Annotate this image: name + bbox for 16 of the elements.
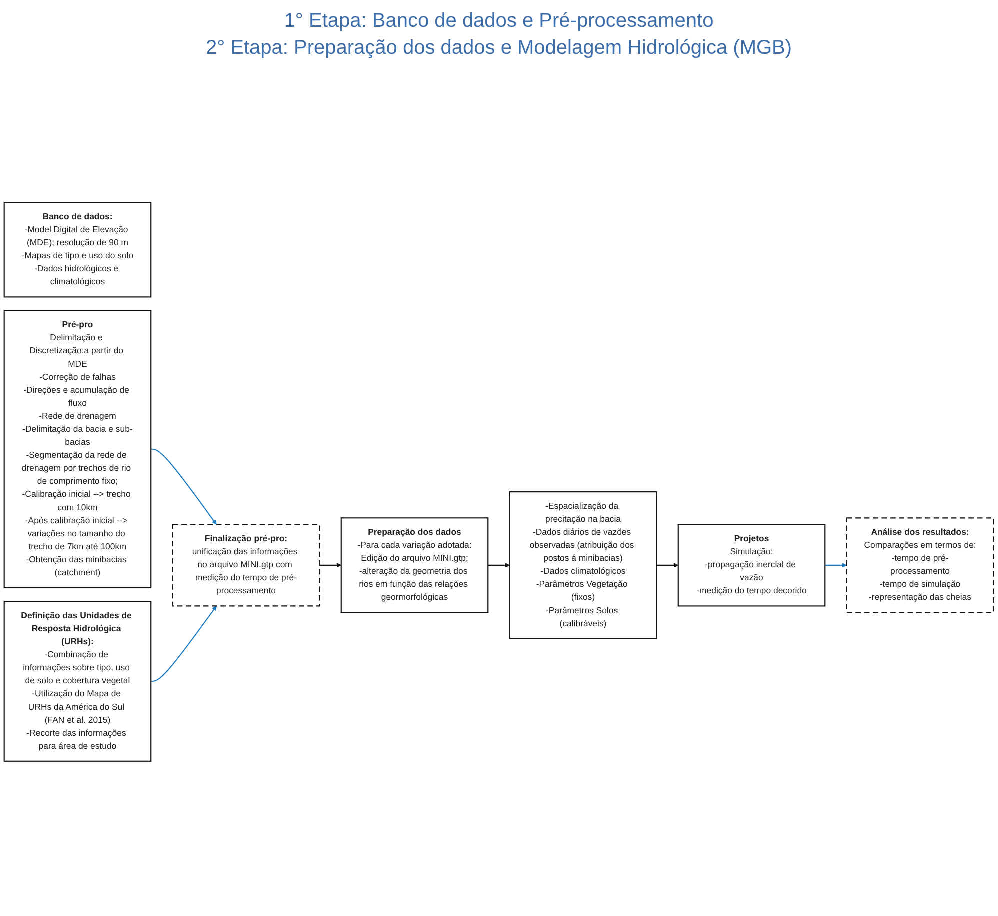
node-box: Análise dos resultados: Comparações em termos de: -tempo de pré-processamento -tempo de simulação -representação das cheias bbox=[846, 518, 994, 614]
node-box: Preparação dos dados -Para cada variação adotada: Edição do arquivo MINI.gtp; -alteração da geometria dos rios em função das relações geormorfológicas bbox=[340, 518, 489, 614]
arrow bbox=[151, 448, 217, 525]
arrow bbox=[320, 563, 342, 568]
node-box: Pré-pro Delimitação e Discretização:a partir do MDE -Correção de falhas -Direções e acumulação de fluxo -Rede de drenagem -Delimitação da bacia e sub-bacias -Segmentação da rede de drenagem por trechos de rio de comprimento fixo; -Calibração inicial --> trecho com 10km -Após calibração inicial --> variações no tamanho do trecho de 7km até 100km -Obtenção das minibacias (catchment) bbox=[4, 310, 152, 589]
arrow bbox=[488, 563, 510, 568]
stage-heading: 1° Etapa: Banco de dados e Pré-processamento bbox=[284, 10, 714, 33]
arrow bbox=[825, 563, 848, 568]
node-box: -Espacialização da precitação na bacia -Dados diários de vazões observadas (atribuição dos postos á minibacias) -Dados climatológicos -Parâmetros Vegetação (fixos) -Parâmetros Solos (calibráveis) bbox=[509, 492, 658, 640]
node-box: Finalização pré-pro: unificação das informações no arquivo MINI.gtp com medição do tempo de pré-processamento bbox=[172, 524, 320, 607]
arrow bbox=[656, 563, 679, 568]
arrow bbox=[151, 606, 217, 682]
node-box: Banco de dados: -Model Digital de Elevação (MDE); resolução de 90 m -Mapas de tipo e uso do solo -Dados hidrológicos e climatológicos bbox=[4, 202, 152, 298]
node-box: Definição das Unidades de Resposta Hidrológica (URHs): -Combinação de informações sobre tipo, uso de solo e cobertura vegetal -Utilização do Mapa de URHs da América do Sul (FAN et al. 2015) -Recorte das informações para área de estudo bbox=[4, 601, 152, 762]
node-box: Projetos Simulação: -propagação inercial de vazão -medição do tempo decorido bbox=[678, 524, 826, 607]
stage-heading: 2° Etapa: Preparação dos dados e Modelagem Hidrológica (MGB) bbox=[206, 37, 792, 60]
